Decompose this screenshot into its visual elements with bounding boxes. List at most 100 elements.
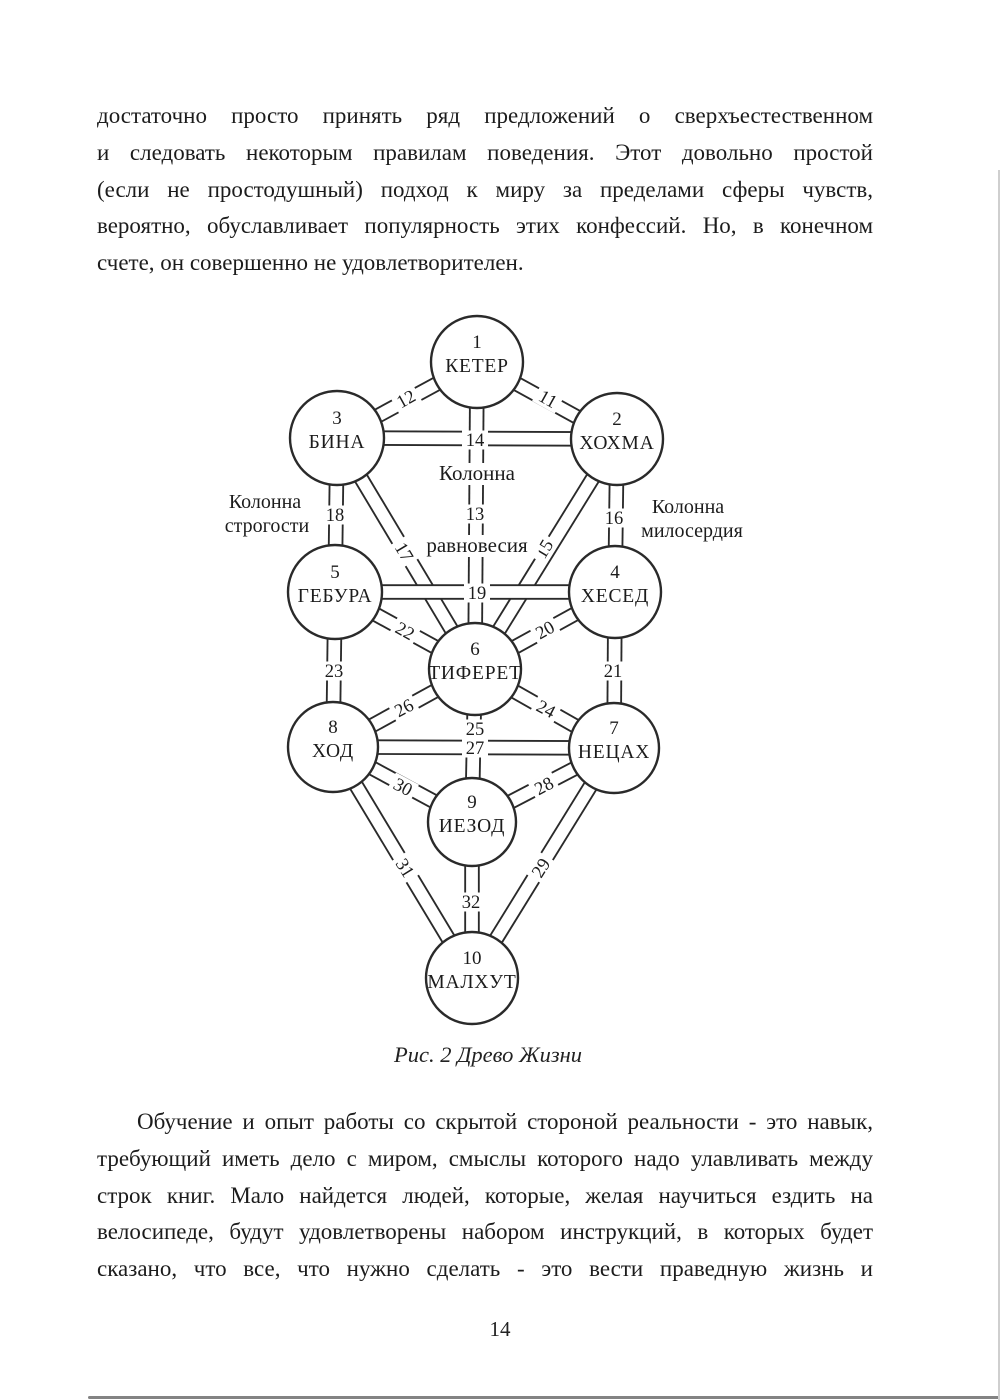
path-road-border-27 xyxy=(332,739,615,756)
path-road-fill-24 xyxy=(472,663,617,754)
path-road-fill-17 xyxy=(331,434,481,673)
scan-edge-artifact xyxy=(88,1396,1000,1399)
path-number-label-14: 14 xyxy=(462,430,488,451)
path-number-label-12: 12 xyxy=(390,384,422,414)
path-number-label-28: 28 xyxy=(528,771,560,801)
path-number: 30 xyxy=(390,775,416,801)
column-label: строгости xyxy=(225,515,310,537)
path-number-label-22: 22 xyxy=(389,616,421,646)
column-label-plate xyxy=(432,463,522,485)
path-road-border-22 xyxy=(331,585,479,676)
path-road-border-26 xyxy=(329,662,479,754)
path-number: 19 xyxy=(468,584,487,604)
path-road-border-25 xyxy=(464,668,483,823)
column-label-plate xyxy=(633,520,751,542)
sephira-number: 7 xyxy=(609,718,619,739)
path-road-fill-18 xyxy=(329,437,343,593)
text-line: велосипеде, будут удовлетворены набором … xyxy=(97,1219,873,1245)
path-road-fill-26 xyxy=(330,663,478,753)
path-number-label-23: 23 xyxy=(321,661,347,682)
sephira-number: 2 xyxy=(612,409,622,430)
sephira-name: ИЕЗОД xyxy=(439,816,505,837)
sephira-number: 10 xyxy=(463,948,482,969)
path-number-label-30: 30 xyxy=(387,772,419,802)
path-road-fill-13 xyxy=(469,361,483,670)
path-number: 13 xyxy=(466,505,485,525)
sephira-name: БИНА xyxy=(309,432,366,453)
text-line: сказано, что все, что нужно сделать - эт… xyxy=(97,1256,873,1282)
path-number: 21 xyxy=(604,662,623,682)
path-number-plate xyxy=(387,772,419,802)
sephira-circle-5 xyxy=(286,543,384,641)
path-number-plate xyxy=(532,384,564,414)
sephira-name: КЕТЕР xyxy=(445,356,509,377)
path-number-label-32: 32 xyxy=(458,892,484,913)
path-road-border-21 xyxy=(606,591,623,749)
path-number-label-17: 17 xyxy=(389,535,419,569)
sephira-number: 9 xyxy=(467,792,477,813)
text-line: (если не простодушный) подход к миру за … xyxy=(97,176,873,202)
scan-edge-artifact xyxy=(998,170,1000,1400)
text-line: и следовать некоторым правилам поведения… xyxy=(97,139,873,165)
sephira-number: 8 xyxy=(328,717,338,738)
path-number-plate xyxy=(462,719,488,739)
sephira-name: ХОХМА xyxy=(579,433,654,454)
column-label: Колонна xyxy=(229,491,301,513)
sephira-circle-6 xyxy=(427,621,523,717)
path-number-label-20: 20 xyxy=(529,615,561,645)
path-road-border-16 xyxy=(607,438,625,593)
path-number-plate xyxy=(529,615,561,645)
path-number: 26 xyxy=(392,696,418,722)
path-number-plate xyxy=(458,892,484,912)
path-road-border-17 xyxy=(330,434,482,673)
path-number: 24 xyxy=(533,697,559,723)
sephira-circle-2 xyxy=(569,391,665,487)
paragraph-top: достаточно просто принять ряд предложени… xyxy=(97,98,873,282)
path-number: 31 xyxy=(391,855,418,881)
path-road-border-20 xyxy=(471,585,619,676)
sephira-number: 5 xyxy=(330,562,340,583)
sephira-circle-10 xyxy=(424,930,520,1026)
path-number: 22 xyxy=(392,619,418,645)
path-road-fill-28 xyxy=(469,742,617,828)
path-road-border-18 xyxy=(327,437,345,593)
path-number: 27 xyxy=(466,739,485,759)
path-number: 12 xyxy=(394,387,420,413)
path-number-plate xyxy=(462,738,488,758)
sephira-circle-9 xyxy=(426,776,518,868)
column-label: милосердия xyxy=(641,520,743,542)
column-label-plate xyxy=(222,491,308,513)
path-number-label-25: 25 xyxy=(462,719,488,740)
sephira-name: ТИФЕРЕТ xyxy=(428,663,522,684)
path-number-label-13: 13 xyxy=(462,504,488,525)
path-number-label-26: 26 xyxy=(388,693,420,723)
figure-caption: Рис. 2 Древо Жизни xyxy=(393,1042,583,1067)
path-road-border-12 xyxy=(333,355,481,445)
path-number-label-31: 31 xyxy=(390,851,420,885)
path-road-border-30 xyxy=(329,740,476,829)
path-number: 29 xyxy=(528,855,555,881)
column-label: Колонна xyxy=(652,496,724,518)
path-road-border-14 xyxy=(336,430,618,447)
path-number-label-27: 27 xyxy=(462,738,488,759)
path-road-border-28 xyxy=(468,741,618,829)
path-road-border-11 xyxy=(473,355,621,446)
path-road-border-15 xyxy=(468,434,624,674)
path-number: 14 xyxy=(466,431,485,451)
path-road-border-13 xyxy=(467,361,485,670)
text-line: строк книг. Мало найдется людей, которые… xyxy=(97,1182,873,1208)
path-number-plate xyxy=(389,535,419,569)
path-number: 28 xyxy=(532,774,558,800)
path-road-fill-16 xyxy=(609,438,623,593)
text-line: счете, он совершенно не удовлетворителен… xyxy=(97,250,524,276)
path-number: 15 xyxy=(532,536,559,562)
path-number-plate xyxy=(600,661,626,681)
path-number-label-16: 16 xyxy=(601,508,627,529)
path-number-plate xyxy=(389,616,421,646)
path-number-plate xyxy=(388,693,420,723)
path-number: 20 xyxy=(533,618,559,644)
path-number-plate xyxy=(529,532,559,566)
path-number-plate xyxy=(464,583,490,603)
path-number-plate xyxy=(528,771,560,801)
path-number: 32 xyxy=(462,893,481,913)
